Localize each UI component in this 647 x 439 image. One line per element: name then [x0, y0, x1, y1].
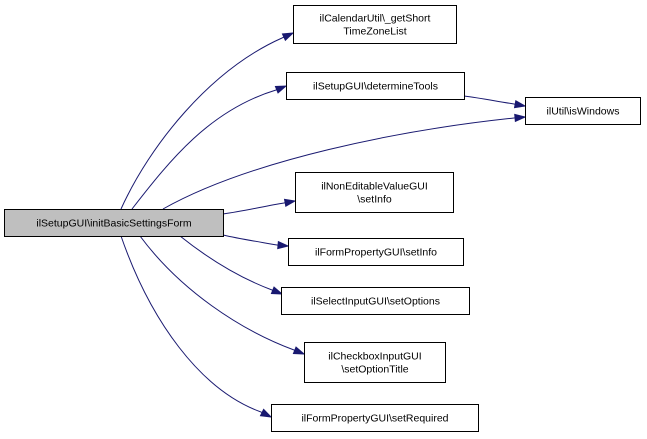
edge-line: [139, 235, 295, 351]
edge-line: [179, 235, 273, 291]
edge-root-n3: [162, 113, 527, 210]
node-box: [286, 72, 465, 100]
node-label: \setInfo: [357, 194, 392, 206]
edge-root-n1: [120, 32, 295, 210]
arrowhead: [270, 286, 284, 295]
node-label: ilSetupGUI\determineTools: [313, 81, 438, 93]
node-label: ilCalendarUtil\_getShort: [320, 13, 431, 25]
callee-node[interactable]: ilNonEditableValueGUI\setInfo: [295, 172, 454, 213]
node-label: ilSelectInputGUI\setOptions: [311, 296, 440, 308]
arrowhead: [514, 113, 527, 123]
arrowhead: [513, 99, 527, 109]
node-box: [304, 342, 446, 383]
callee-node[interactable]: ilFormPropertyGUI\setInfo: [288, 238, 464, 266]
edge-root-n8: [120, 235, 273, 418]
root-node[interactable]: ilSetupGUI\initBasicSettingsForm: [4, 209, 224, 237]
edge-line: [222, 202, 285, 215]
callee-node[interactable]: ilFormPropertyGUI\setRequired: [271, 404, 479, 432]
edge-line: [222, 234, 278, 246]
node-box: [281, 287, 470, 315]
edges-layer: [120, 32, 527, 418]
node-label: ilCheckboxInputGUI: [328, 351, 421, 363]
node-label: ilFormPropertyGUI\setRequired: [301, 413, 448, 425]
arrowhead: [274, 85, 288, 94]
edge-root-n7: [139, 235, 306, 355]
arrowhead: [281, 32, 295, 42]
node-label: ilSetupGUI\initBasicSettingsForm: [36, 218, 191, 230]
node-label: ilFormPropertyGUI\setInfo: [315, 247, 437, 259]
callee-node[interactable]: ilSetupGUI\determineTools: [286, 72, 465, 100]
callee-node[interactable]: ilUtil\isWindows: [525, 97, 641, 125]
node-label: ilNonEditableValueGUI: [321, 181, 428, 193]
edge-line: [162, 117, 515, 210]
nodes-layer: ilSetupGUI\initBasicSettingsForm ilCalend…: [4, 5, 641, 432]
edge-root-n2: [131, 85, 288, 210]
edge-root-n5: [222, 234, 290, 250]
arrowhead: [259, 408, 273, 418]
node-label: ilUtil\isWindows: [547, 106, 620, 118]
node-box: [4, 209, 224, 237]
node-box: [288, 238, 464, 266]
callee-node[interactable]: ilCheckboxInputGUI\setOptionTitle: [304, 342, 446, 383]
node-box: [525, 97, 641, 125]
callee-node[interactable]: ilSelectInputGUI\setOptions: [281, 287, 470, 315]
arrowhead: [292, 346, 306, 355]
arrowhead: [283, 198, 297, 208]
node-label: \setOptionTitle: [341, 364, 408, 376]
edge-line: [463, 95, 515, 105]
edge-line: [131, 89, 277, 210]
edge-line: [120, 235, 262, 413]
edge-root-n6: [179, 235, 284, 295]
node-box: [271, 404, 479, 432]
node-box: [295, 172, 454, 213]
edge-line: [120, 37, 283, 210]
edge-n2-n3: [463, 95, 527, 109]
node-label: TimeZoneList: [343, 26, 406, 38]
edge-root-n4: [222, 198, 297, 215]
node-box: [293, 5, 457, 44]
arrowhead: [277, 240, 290, 250]
